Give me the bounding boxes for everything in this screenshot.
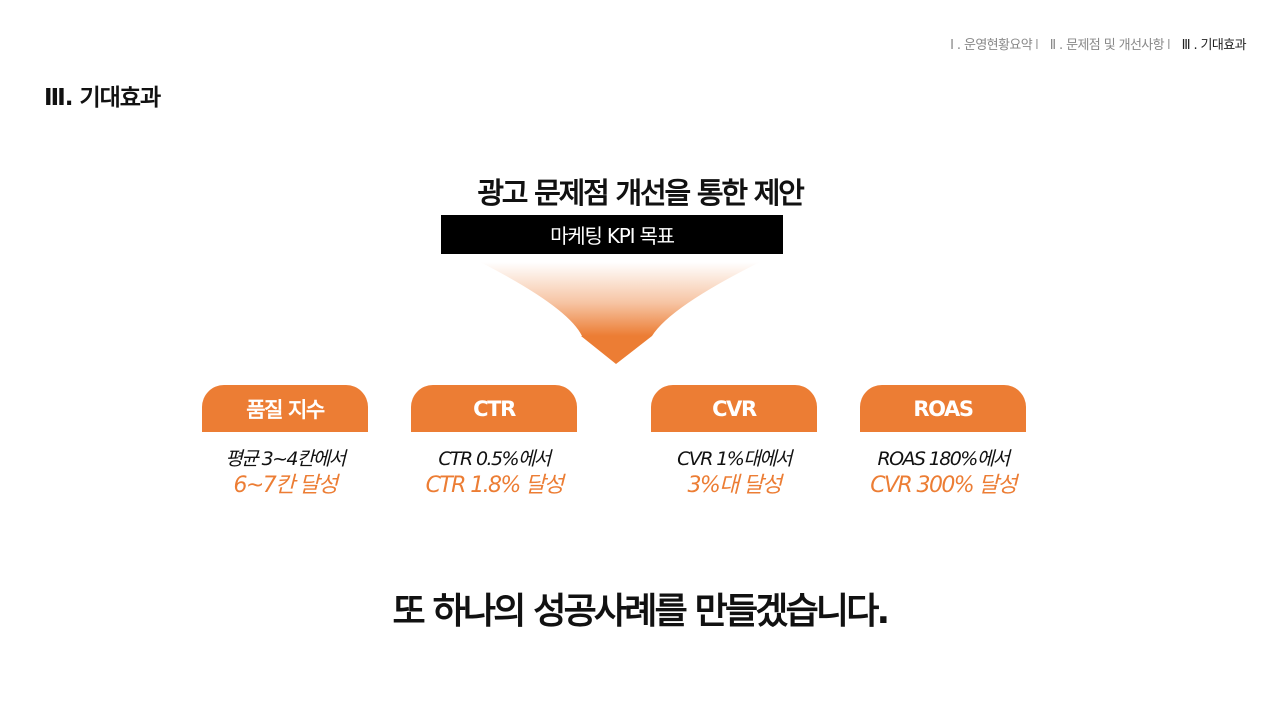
card-target-value: 6~7칸 달성 — [233, 473, 339, 498]
card-current-value: CVR 1%대에서 — [677, 448, 792, 470]
breadcrumb-item-summary[interactable]: Ⅰ . 운영현황요약 — [950, 38, 1033, 53]
kpi-label: 마케팅 KPI 목표 — [550, 224, 675, 248]
kpi-label-bar: 마케팅 KPI 목표 — [441, 215, 783, 254]
main-title: 광고 문제점 개선을 통한 제안 — [477, 176, 805, 210]
funnel-arrow-icon — [480, 262, 760, 364]
kpi-card-cvr: CVR CVR 1%대에서 3%대 달성 — [651, 385, 817, 500]
kpi-card-ctr: CTR CTR 0.5%에서 CTR 1.8% 달성 — [411, 385, 577, 500]
section-title: Ⅲ. 기대효과 — [44, 85, 161, 111]
kpi-card-quality: 품질 지수 평균 3~4칸에서 6~7칸 달성 — [202, 385, 368, 500]
card-title: 품질 지수 — [202, 385, 368, 432]
breadcrumb-separator: l — [1035, 38, 1039, 53]
kpi-card-roas: ROAS ROAS 180%에서 CVR 300% 달성 — [860, 385, 1026, 500]
card-target-value: CTR 1.8% 달성 — [425, 473, 564, 498]
card-current-value: CTR 0.5%에서 — [438, 448, 551, 470]
breadcrumb-item-effects[interactable]: Ⅲ . 기대효과 — [1181, 38, 1247, 53]
breadcrumb-separator: l — [1167, 38, 1171, 53]
card-current-value: 평균 3~4칸에서 — [225, 448, 346, 470]
card-title: CVR — [651, 385, 817, 432]
card-target-value: 3%대 달성 — [687, 473, 782, 498]
card-target-value: CVR 300% 달성 — [870, 473, 1017, 498]
card-current-value: ROAS 180%에서 — [877, 448, 1011, 470]
card-title: ROAS — [860, 385, 1026, 432]
closing-statement: 또 하나의 성공사례를 만들겠습니다. — [392, 591, 891, 632]
card-title: CTR — [411, 385, 577, 432]
breadcrumb-item-problems[interactable]: Ⅱ . 문제점 및 개선사항 — [1049, 38, 1165, 53]
